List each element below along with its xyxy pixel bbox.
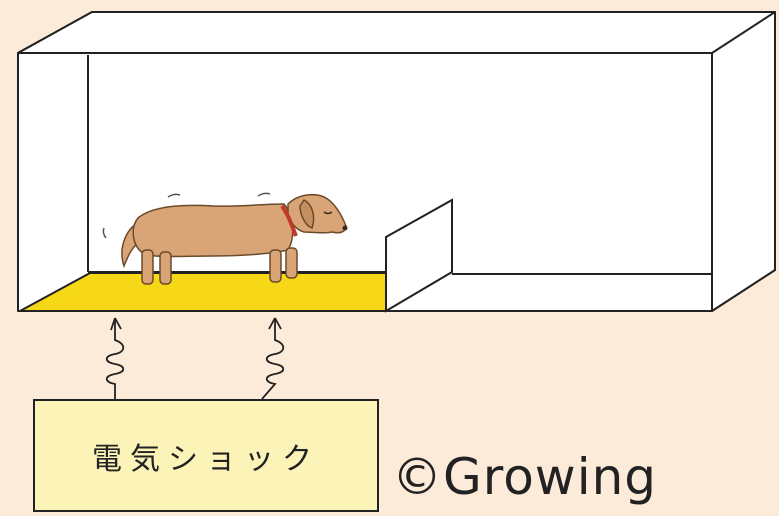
electric-shock-label: 電気ショック bbox=[92, 441, 320, 477]
dog-collar bbox=[280, 204, 298, 237]
box-front-opening bbox=[17, 52, 713, 312]
trembling-marks bbox=[102, 192, 271, 239]
electric-shock-box: 電気ショック bbox=[33, 399, 379, 512]
shock-wire-right bbox=[261, 317, 285, 400]
dog-body bbox=[132, 203, 294, 258]
dog-leg-front-left bbox=[269, 249, 282, 283]
shock-wire-left bbox=[105, 317, 125, 399]
dog-nose bbox=[342, 225, 348, 231]
dog-leg-front-right bbox=[285, 247, 298, 279]
dog-ear bbox=[299, 199, 315, 229]
dog-leg-back-left bbox=[141, 249, 154, 285]
dog-leg-back-right bbox=[159, 251, 172, 285]
box-right-face bbox=[711, 11, 776, 312]
dog-eye bbox=[323, 211, 333, 215]
copyright-watermark: ©Growing bbox=[392, 448, 658, 506]
dog-illustration bbox=[121, 193, 348, 285]
